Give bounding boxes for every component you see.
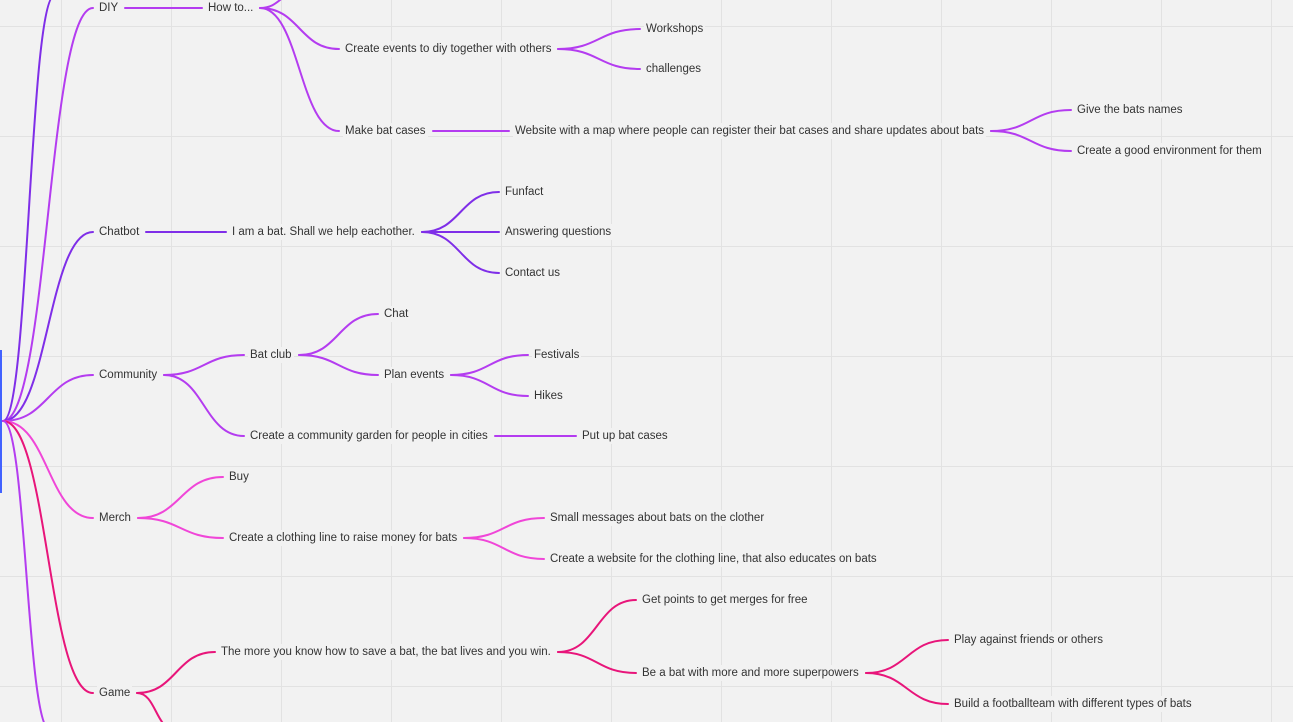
edge-create-events-diy-to-challenges (557, 48, 641, 70)
edge-root-to-game (2, 420, 94, 694)
edge-root-to-diy (2, 7, 94, 422)
node-put-up-bat-cases[interactable]: Put up bat cases (580, 428, 670, 444)
node-game[interactable]: Game (97, 685, 133, 701)
edge-clothing-line-to-clothing-website (463, 537, 545, 560)
edge-website-map-to-good-environment (990, 130, 1072, 152)
node-give-names[interactable]: Give the bats names (1075, 102, 1185, 118)
edge-bat-club-to-plan-events (298, 354, 379, 376)
edge-plan-events-to-hikes (450, 374, 529, 397)
node-festivals[interactable]: Festivals (532, 347, 582, 363)
edge-root-to-merch (2, 420, 94, 519)
edge-how-to-to-offscreen-top (259, 0, 282, 9)
node-plan-events[interactable]: Plan events (382, 367, 447, 383)
edge-game-to-more-you-know (136, 651, 216, 694)
edge-merch-to-clothing-line (137, 517, 224, 539)
selection-indicator (0, 350, 2, 493)
node-small-messages[interactable]: Small messages about bats on the clother (548, 510, 767, 526)
node-merch[interactable]: Merch (97, 510, 133, 526)
node-hikes[interactable]: Hikes (532, 388, 565, 404)
node-website-map[interactable]: Website with a map where people can regi… (513, 123, 987, 139)
node-diy[interactable]: DIY (97, 0, 121, 16)
edge-i-am-a-bat-to-contact-us (421, 231, 500, 274)
node-chat[interactable]: Chat (382, 306, 411, 322)
edge-root-to-offscreen-bottom-left (2, 420, 46, 722)
node-how-to[interactable]: How to... (206, 0, 256, 16)
edge-root-to-offscreen-top-left (2, 0, 52, 422)
node-superpowers[interactable]: Be a bat with more and more superpowers (640, 665, 861, 681)
node-get-points[interactable]: Get points to get merges for free (640, 592, 810, 608)
node-play-against[interactable]: Play against friends or others (952, 632, 1105, 648)
edge-community-to-bat-club (163, 354, 245, 376)
node-community-garden[interactable]: Create a community garden for people in … (248, 428, 490, 444)
edge-how-to-to-make-bat-cases (259, 7, 340, 132)
edge-superpowers-to-footballteam (865, 672, 949, 705)
node-contact-us[interactable]: Contact us (503, 265, 562, 281)
node-good-environment[interactable]: Create a good environment for them (1075, 143, 1264, 159)
node-community[interactable]: Community (97, 367, 160, 383)
edge-merch-to-buy (137, 476, 224, 519)
node-bat-club[interactable]: Bat club (248, 347, 294, 363)
edge-more-you-know-to-superpowers (557, 651, 637, 674)
node-clothing-website[interactable]: Create a website for the clothing line, … (548, 551, 879, 567)
node-i-am-a-bat[interactable]: I am a bat. Shall we help eachother. (230, 224, 417, 240)
edge-bat-club-to-chat (298, 313, 379, 356)
node-chatbot[interactable]: Chatbot (97, 224, 142, 240)
node-clothing-line[interactable]: Create a clothing line to raise money fo… (227, 530, 460, 546)
edge-how-to-to-create-events-diy (259, 7, 340, 50)
edge-i-am-a-bat-to-funfact (421, 191, 500, 233)
node-create-events-diy[interactable]: Create events to diy together with other… (343, 41, 554, 57)
node-make-bat-cases[interactable]: Make bat cases (343, 123, 428, 139)
edge-more-you-know-to-get-points (557, 599, 637, 653)
node-more-you-know[interactable]: The more you know how to save a bat, the… (219, 644, 553, 660)
node-funfact[interactable]: Funfact (503, 184, 546, 200)
node-answering-questions[interactable]: Answering questions (503, 224, 614, 240)
edge-game-to-offscreen-bottom (136, 692, 164, 722)
edge-superpowers-to-play-against (865, 639, 949, 674)
edge-plan-events-to-festivals (450, 354, 529, 376)
edge-create-events-diy-to-workshops (557, 28, 641, 50)
edge-root-to-chatbot (2, 231, 94, 422)
edge-community-to-community-garden (163, 374, 245, 437)
node-buy[interactable]: Buy (227, 469, 251, 485)
edge-clothing-line-to-small-messages (463, 517, 545, 539)
node-workshops[interactable]: Workshops (644, 21, 706, 37)
edge-root-to-community (2, 374, 94, 422)
edge-website-map-to-give-names (990, 109, 1072, 132)
node-footballteam[interactable]: Build a footballteam with different type… (952, 696, 1194, 712)
node-challenges[interactable]: challenges (644, 61, 703, 77)
